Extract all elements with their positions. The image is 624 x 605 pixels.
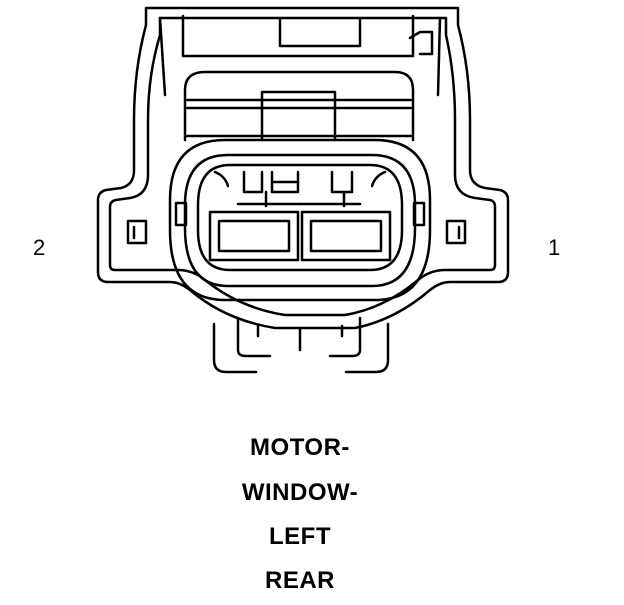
caption-line-4: REAR (264, 567, 335, 594)
left-side-rib (174, 201, 188, 227)
terminal-shroud-outer (168, 138, 432, 302)
pin-label-1: 1 (548, 235, 561, 260)
housing-outer-outline (96, 6, 510, 330)
left-lock-window (126, 219, 148, 245)
housing-inner-outline (108, 16, 497, 317)
top-latch (181, 14, 415, 58)
pin-label-2: 2 (33, 235, 46, 260)
bottom-tab-left (236, 316, 272, 358)
caption-line-1: MOTOR- (250, 434, 350, 461)
cavity-pin-2 (208, 210, 300, 262)
caption-line-2: WINDOW- (241, 479, 359, 506)
top-latch-left-line (158, 16, 167, 97)
caption-line-3: LEFT (269, 523, 331, 550)
top-latch-right-notch (408, 30, 434, 56)
right-small-notch (370, 170, 387, 188)
top-latch-center-block (278, 16, 362, 48)
bottom-tab-right-outer (344, 322, 390, 374)
terminal-shroud-inner (183, 153, 417, 288)
center-key (270, 170, 300, 194)
bottom-tab-left-outer (212, 322, 258, 374)
left-small-notch (213, 170, 230, 188)
left-key (242, 170, 264, 194)
top-latch-right-line (436, 16, 442, 97)
cavity-pin-1 (300, 210, 392, 262)
bottom-tab-right (328, 316, 362, 358)
right-lock-window (445, 219, 467, 245)
lock-ramp-center-tab (260, 90, 337, 142)
right-key (330, 170, 354, 194)
mating-face (196, 163, 404, 272)
lock-ramp (183, 70, 415, 142)
right-side-rib (412, 201, 426, 227)
